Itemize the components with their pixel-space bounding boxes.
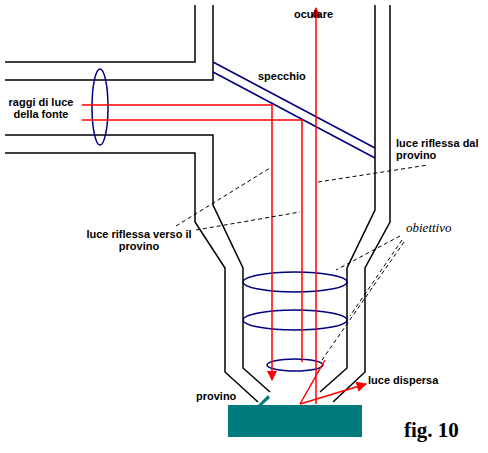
reflected-light-label: luce riflessa dal provino [396, 137, 484, 161]
specimen-label: provino [196, 390, 256, 402]
mirror-label: specchio [258, 70, 328, 82]
objective-label: obiettivo [406, 222, 476, 234]
incident-light-label: luce riflessa verso il provino [80, 228, 198, 252]
scattered-light-label: luce dispersa [368, 374, 458, 386]
light-rays [82, 8, 366, 404]
condenser-lens [92, 69, 108, 145]
eyepiece-label: oculare [294, 8, 354, 20]
specimen-block [228, 395, 362, 437]
leader-lines [176, 165, 428, 360]
objective-lenses [243, 272, 347, 371]
source-label: raggi di luce della fonte [2, 96, 80, 120]
microscope-housing [5, 5, 390, 402]
figure-caption: fig. 10 [404, 418, 459, 443]
semi-transparent-mirror [213, 62, 375, 158]
